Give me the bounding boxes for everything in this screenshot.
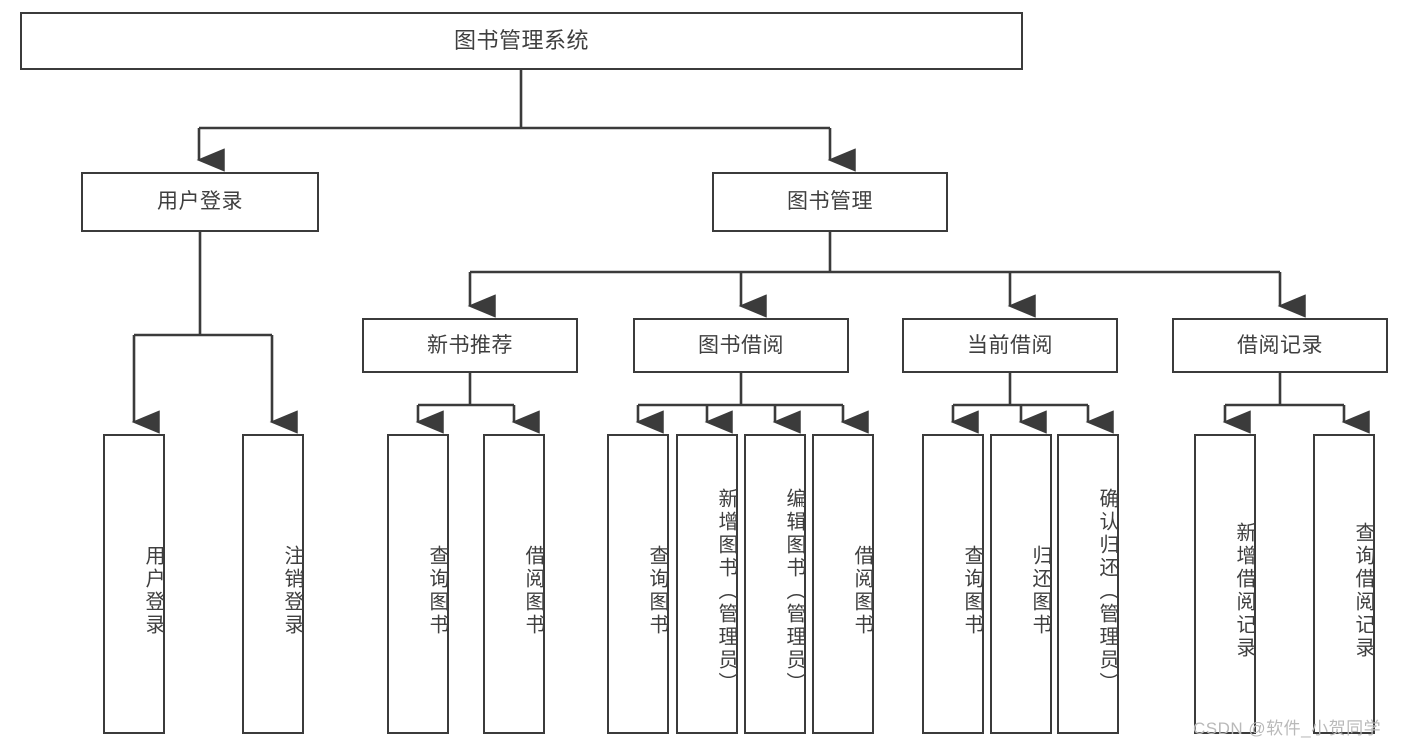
node-borrow-record[interactable]: 借阅记录 xyxy=(1172,318,1388,373)
node-current-borrow-label: 当前借阅 xyxy=(967,333,1053,357)
leaf-confirm-return-admin[interactable]: 确认归还（管理员） xyxy=(1057,434,1119,734)
node-user-login[interactable]: 用户登录 xyxy=(81,172,319,232)
leaf-query-borrow-record-label: 查询借阅记录 xyxy=(1352,522,1374,660)
node-book-borrow-label: 图书借阅 xyxy=(698,333,784,357)
leaf-borrow-book-recommend[interactable]: 借阅图书 xyxy=(483,434,545,734)
node-borrow-record-label: 借阅记录 xyxy=(1237,333,1323,357)
leaf-return-book[interactable]: 归还图书 xyxy=(990,434,1052,734)
leaf-query-borrow-record[interactable]: 查询借阅记录 xyxy=(1313,434,1375,734)
node-book-borrow[interactable]: 图书借阅 xyxy=(633,318,849,373)
leaf-add-book-admin-label: 新增图书（管理员） xyxy=(715,487,737,695)
leaf-edit-book-admin[interactable]: 编辑图书（管理员） xyxy=(744,434,806,734)
leaf-borrow-book-recommend-label: 借阅图书 xyxy=(522,545,544,637)
csdn-watermark: CSDN @软件_小贺同学 xyxy=(1193,719,1382,738)
node-book-management[interactable]: 图书管理 xyxy=(712,172,948,232)
leaf-query-book-current-label: 查询图书 xyxy=(961,545,983,637)
leaf-borrow-book-label: 借阅图书 xyxy=(851,545,873,637)
node-new-book-recommend[interactable]: 新书推荐 xyxy=(362,318,578,373)
leaf-edit-book-admin-label: 编辑图书（管理员） xyxy=(783,487,805,695)
node-current-borrow[interactable]: 当前借阅 xyxy=(902,318,1118,373)
leaf-query-book-borrow[interactable]: 查询图书 xyxy=(607,434,669,734)
leaf-logout-label: 注销登录 xyxy=(281,545,303,637)
leaf-query-book-recommend[interactable]: 查询图书 xyxy=(387,434,449,734)
node-book-management-label: 图书管理 xyxy=(787,190,873,214)
leaf-add-borrow-record-label: 新增借阅记录 xyxy=(1233,522,1255,660)
leaf-add-borrow-record[interactable]: 新增借阅记录 xyxy=(1194,434,1256,734)
leaf-add-book-admin[interactable]: 新增图书（管理员） xyxy=(676,434,738,734)
node-user-login-label: 用户登录 xyxy=(157,190,243,214)
leaf-return-book-label: 归还图书 xyxy=(1029,545,1051,637)
leaf-query-book-recommend-label: 查询图书 xyxy=(426,545,448,637)
leaf-query-book-current[interactable]: 查询图书 xyxy=(922,434,984,734)
leaf-user-login[interactable]: 用户登录 xyxy=(103,434,165,734)
node-root[interactable]: 图书管理系统 xyxy=(20,12,1023,70)
node-root-label: 图书管理系统 xyxy=(453,27,589,53)
leaf-query-book-borrow-label: 查询图书 xyxy=(646,545,668,637)
leaf-logout[interactable]: 注销登录 xyxy=(242,434,304,734)
leaf-borrow-book[interactable]: 借阅图书 xyxy=(812,434,874,734)
leaf-confirm-return-admin-label: 确认归还（管理员） xyxy=(1096,487,1118,695)
node-new-book-recommend-label: 新书推荐 xyxy=(427,333,513,357)
leaf-user-login-label: 用户登录 xyxy=(142,545,164,637)
